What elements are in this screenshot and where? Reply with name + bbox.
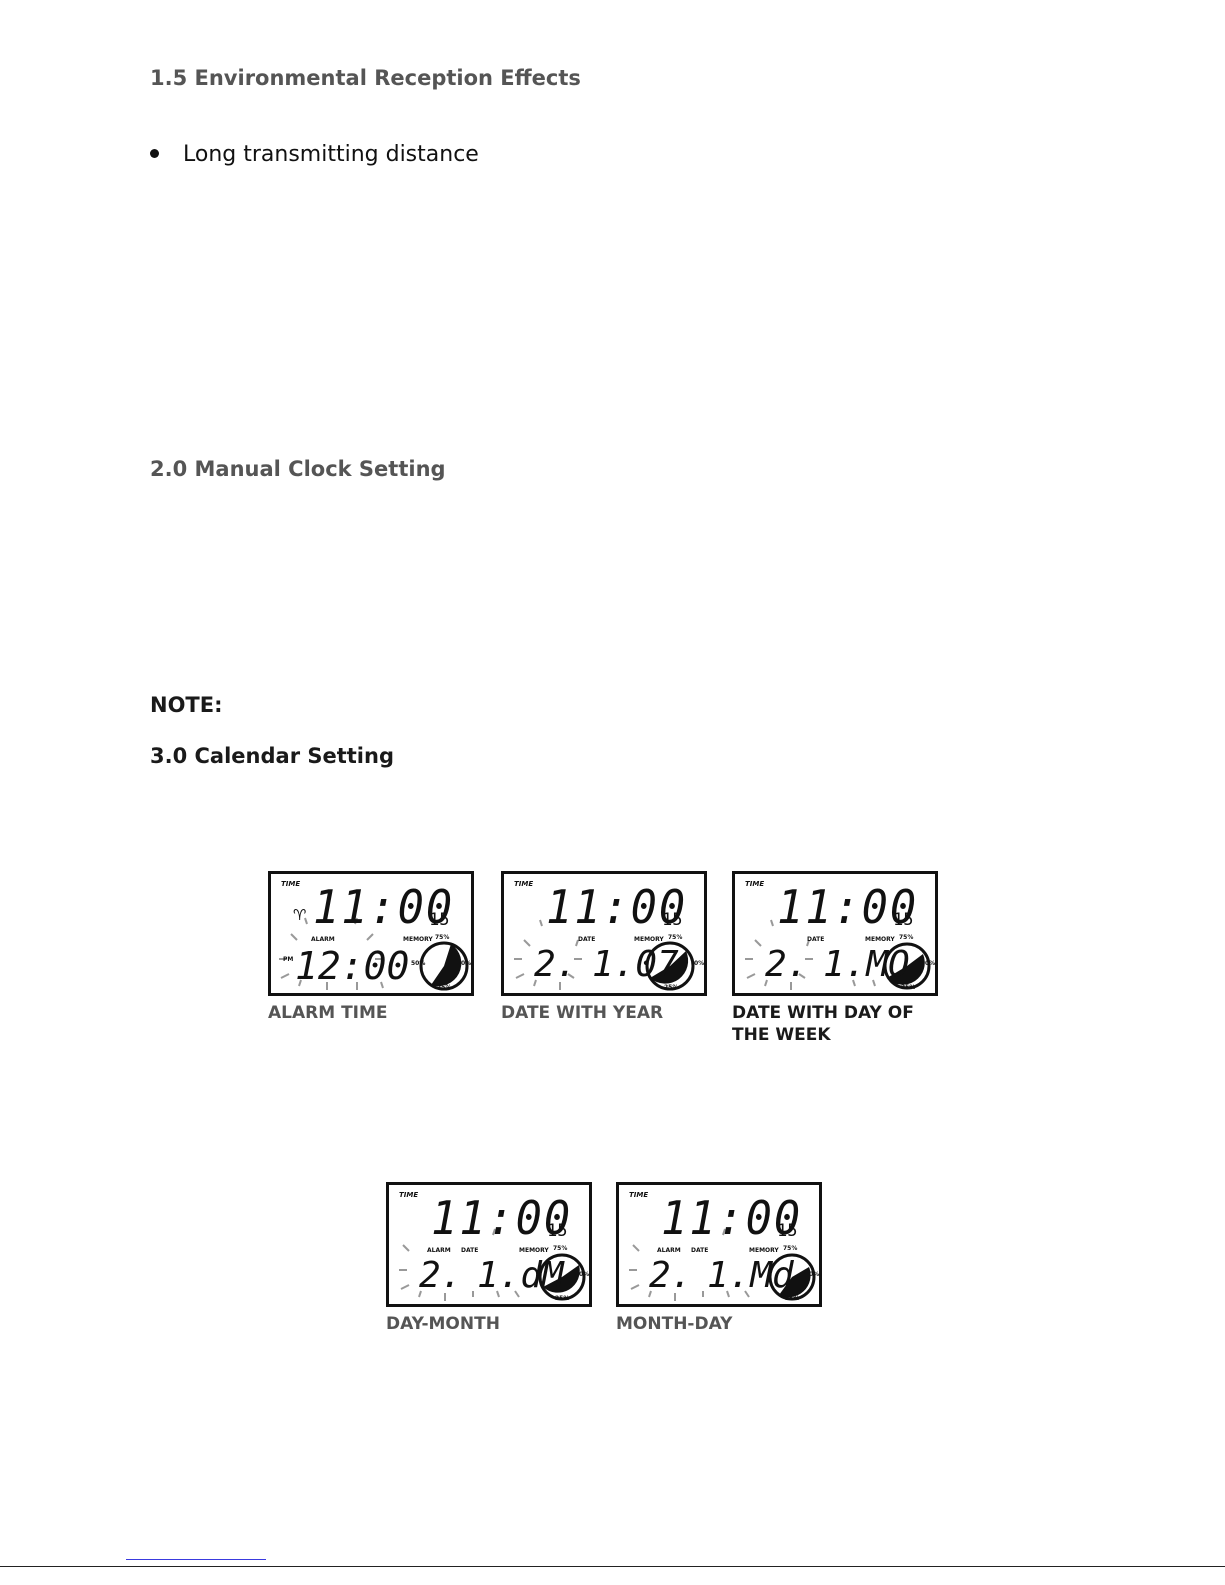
lcd-alarm-tag: ALARM [311,936,335,943]
lcd-date-tag: DATE [807,936,825,943]
lcd-lower-right: 1.MO [823,944,910,985]
figure-caption: DATE WITH DAY OF THE WEEK [732,1002,938,1046]
lcd-memory-tag: MEMORY [749,1247,779,1254]
gauge-label-0: 0% [461,960,472,967]
lcd-main-time: 11:00 [546,880,688,934]
lcd-seconds: 15 [547,1221,568,1241]
gauge-label-0: 0% [579,1271,590,1278]
gauge-label-75: 75% [783,1245,798,1252]
page-bottom-rule [0,1566,1225,1567]
lcd-time-tag: TIME [281,880,301,888]
lcd-display: TIME 11:00 15 ALARM DATE MEMORY 75% 0% 2… [386,1182,592,1307]
lcd-memory-tag: MEMORY [519,1247,549,1254]
gauge-label-75: 75% [553,1245,568,1252]
lcd-pm-tag: PM [283,956,294,963]
gauge-label-0: 0% [925,960,936,967]
lcd-figure-date-with-year: TIME 11:00 15 DATE MEMORY 75% 0% 25% 2. … [501,871,707,1024]
lcd-main-time: 11:00 [431,1191,573,1245]
lcd-lower-right: 12:00 [295,944,410,988]
bullet-item: Long transmitting distance [150,142,479,167]
gauge-label-25: 25% [437,984,452,991]
gauge-label-75: 75% [435,934,450,941]
lcd-lower-right: 1.dM [477,1255,564,1296]
lcd-flash-rays [279,917,469,991]
lcd-flash-rays [399,1228,586,1301]
gauge-label-75: 75% [668,934,683,941]
lcd-memory-tag: MEMORY [865,936,895,943]
lcd-lower-left: 2. [649,1255,693,1296]
bullet-dot-icon [150,148,159,158]
signal-tower-icon: ♈ [293,906,307,924]
figure-caption: MONTH-DAY [616,1314,733,1334]
lcd-lower-left: 2. [765,944,809,985]
gauge-label-0: 0% [809,1271,820,1278]
lcd-display: TIME 11:00 15 DATE MEMORY 75% 0% 25% 2. … [732,871,938,996]
lcd-memory-tag: MEMORY [634,936,664,943]
lcd-date-tag: DATE [578,936,596,943]
figure-caption: ALARM TIME [268,1003,388,1023]
gauge-label-50: 50% [411,960,426,967]
memory-gauge-icon [768,1253,816,1301]
lcd-memory-tag: MEMORY [403,936,433,943]
lcd-lower-left: 2. [534,944,578,985]
lcd-time-tag: TIME [629,1191,649,1199]
lcd-figure-day-month: TIME 11:00 15 ALARM DATE MEMORY 75% 0% 2… [386,1182,592,1335]
figure-caption-line1: DATE WITH DAY OF [732,1003,914,1023]
lcd-main-time: 11:00 [777,880,919,934]
lcd-lower-right: 1.07 [592,944,679,985]
lcd-figure-month-day: TIME 11:00 15 ALARM DATE MEMORY 75% 0% 2… [616,1182,822,1335]
memory-gauge-icon [419,941,469,991]
lcd-alarm-tag: ALARM [657,1247,681,1254]
lcd-display: TIME 11:00 15 ALARM DATE MEMORY 75% 0% 2… [616,1182,822,1307]
lcd-main-time: 11:00 [313,880,455,934]
lcd-display: TIME 11:00 15 DATE MEMORY 75% 0% 25% 2. … [501,871,707,996]
lcd-seconds: 15 [777,1221,798,1241]
footer-link-underline[interactable] [126,1559,266,1560]
gauge-label-25: 25% [901,984,916,991]
heading-calendar-setting: 3.0 Calendar Setting [150,744,394,768]
lcd-lower-right: 1.Md [707,1255,794,1296]
memory-gauge-icon [883,942,931,990]
gauge-label-25: 25% [555,1295,570,1302]
lcd-flash-rays [745,919,931,990]
lcd-time-tag: TIME [514,880,534,888]
lcd-time-tag: TIME [745,880,765,888]
gauge-label-25: 25% [664,984,679,991]
lcd-flash-rays [514,919,695,991]
memory-gauge-icon [538,1253,586,1301]
lcd-display: TIME ♈ 11:00 15 ALARM MEMORY 75% 50% 0% … [268,871,474,996]
note-label: NOTE: [150,693,223,717]
lcd-alarm-tag: ALARM [427,1247,451,1254]
lcd-flash-rays [629,1228,816,1301]
lcd-seconds: 15 [662,910,683,930]
lcd-lower-left: 2. [419,1255,463,1296]
lcd-seconds: 15 [893,910,914,930]
memory-gauge-icon [645,941,695,991]
lcd-main-time: 11:00 [661,1191,803,1245]
figure-caption: DATE WITH YEAR [501,1003,664,1023]
lcd-date-tag: DATE [691,1247,709,1254]
lcd-seconds: 15 [429,910,450,930]
lcd-date-tag: DATE [461,1247,479,1254]
heading-manual-clock-setting: 2.0 Manual Clock Setting [150,457,446,481]
lcd-figure-alarm-time: TIME ♈ 11:00 15 ALARM MEMORY 75% 50% 0% … [268,871,474,1024]
figure-caption: DAY-MONTH [386,1314,500,1334]
figure-caption-line2: THE WEEK [732,1025,831,1045]
gauge-label-25: 25% [785,1295,800,1302]
lcd-time-tag: TIME [399,1191,419,1199]
heading-environmental-reception: 1.5 Environmental Reception Effects [150,66,581,90]
lcd-figure-date-with-day-of-week: TIME 11:00 15 DATE MEMORY 75% 0% 25% 2. … [732,871,938,1046]
gauge-label-75: 75% [899,934,914,941]
bullet-text: Long transmitting distance [183,142,479,167]
gauge-label-0: 0% [694,960,705,967]
